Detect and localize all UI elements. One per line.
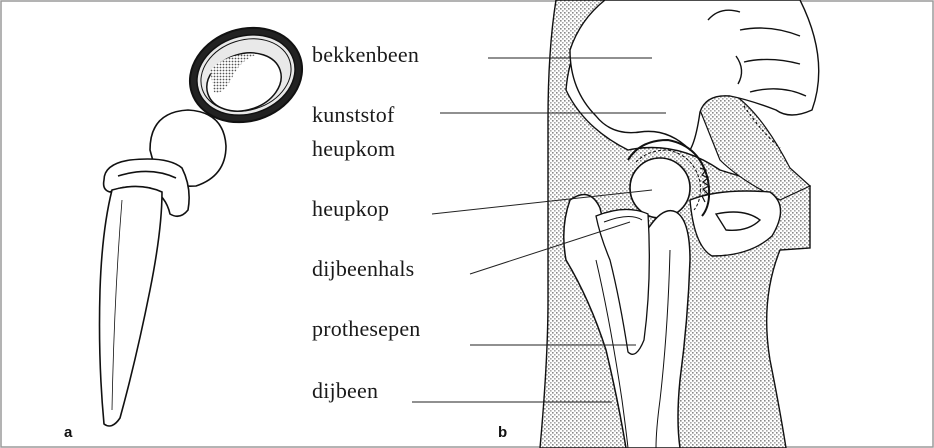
panel-label-b: b xyxy=(498,424,507,441)
label-dijbeen: dijbeen xyxy=(312,378,378,404)
label-kunststof: kunststof xyxy=(312,102,394,128)
label-bekkenbeen: bekkenbeen xyxy=(312,42,419,68)
label-heupkom: heupkom xyxy=(312,136,395,162)
prosthesis-head-and-stem xyxy=(100,110,227,426)
label-prothesepen: prothesepen xyxy=(312,316,421,342)
panel-label-a: a xyxy=(64,424,72,441)
label-heupkop: heupkop xyxy=(312,196,389,222)
label-dijbeenhals: dijbeenhals xyxy=(312,256,414,282)
